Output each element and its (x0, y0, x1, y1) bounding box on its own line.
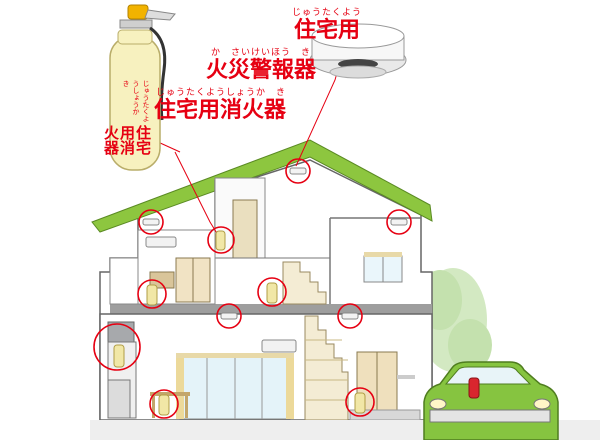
upper-door (232, 199, 258, 259)
label-fire-alarm-ruby: か さいけいほう き (211, 48, 312, 58)
car (423, 361, 559, 440)
label-residential-text: 住宅用 (294, 18, 361, 43)
smoke-detector-large (309, 23, 407, 79)
label-residential-ruby: じゅうたくよう (292, 8, 363, 18)
alarm-marker-attic (285, 158, 311, 184)
extinguisher-marker-dining (149, 389, 179, 419)
extinguisher-marker-kitchen (93, 323, 141, 371)
extinguisher-marker-stairs (257, 277, 287, 307)
markers (93, 158, 493, 419)
alarm-marker-stairs-top (216, 303, 242, 329)
extinguisher-body-ruby: じゅうたくようしょうか き (122, 80, 150, 122)
small-detectors (142, 167, 408, 320)
alarm-marker-upper-left (138, 209, 164, 235)
alarm-marker-upper-right (386, 209, 412, 235)
alarm-marker-hall (337, 303, 363, 329)
label-fire-alarm: か さいけいほう き 火災警報器 (206, 48, 316, 84)
extinguisher-body-text: 住宅用消火器 (102, 125, 152, 156)
second-floor-slab (110, 304, 432, 314)
label-residential: じゅうたくよう 住宅用 (292, 8, 362, 44)
air-conditioner-lower (261, 339, 297, 353)
label-extinguisher-text: 住宅用消火器 (154, 98, 287, 123)
air-conditioner-upper (145, 236, 177, 248)
extinguisher-body-label: じゅうたくようしょうか き 住宅用消火器 (102, 80, 152, 170)
stairs-lower (304, 315, 349, 421)
label-extinguisher-ruby: じゅうたくようしょうか き (156, 88, 287, 98)
label-fire-alarm-text: 火災警報器 (206, 58, 317, 83)
extinguisher-marker-entrance (345, 387, 375, 417)
small-extinguishers (113, 230, 366, 416)
label-extinguisher: じゅうたくようしょうか き 住宅用消火器 (154, 88, 286, 124)
house (90, 139, 600, 440)
extinguisher-large (109, 4, 176, 171)
extinguisher-marker-left-room (137, 279, 167, 309)
roof (91, 139, 433, 233)
stairs-upper (282, 261, 327, 305)
extinguisher-marker-upper-room (207, 226, 235, 254)
